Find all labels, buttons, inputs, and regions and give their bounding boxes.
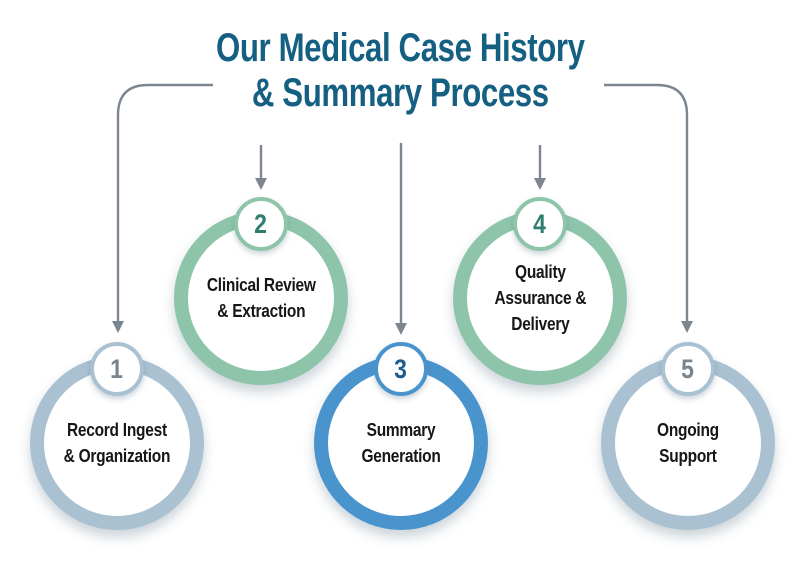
step-1: Record Ingest & Organization 1 (30, 342, 204, 530)
step-3-label: Summary Generation (361, 419, 441, 466)
step-5-number: 5 (681, 353, 695, 384)
step-2-number-badge: 2 (234, 197, 288, 251)
step-5-number-badge: 5 (661, 342, 715, 396)
step-3-number-badge: 3 (374, 342, 428, 396)
arrowhead-step4 (534, 178, 546, 190)
step-1-number-badge: 1 (90, 342, 144, 396)
connector-right (604, 83, 689, 322)
title-line-2: & Summary Process (251, 71, 549, 116)
step-2: Clinical Review & Extraction 2 (174, 197, 348, 385)
arrowhead-step5 (681, 321, 693, 333)
arrowhead-step1 (112, 321, 124, 333)
title-line-1: Our Medical Case History (215, 26, 585, 70)
step-5-label: Ongoing Support (657, 419, 719, 466)
step-1-number: 1 (110, 353, 124, 384)
step-4: Quality Assurance & Delivery 4 (453, 197, 627, 385)
connector-left (116, 83, 213, 322)
step-2-number: 2 (254, 208, 268, 239)
step-3-number: 3 (394, 353, 408, 384)
step-2-label: Clinical Review & Extraction (206, 274, 316, 321)
step-4-label: Quality Assurance & Delivery (494, 261, 586, 335)
step-3: Summary Generation 3 (314, 342, 488, 530)
step-5: Ongoing Support 5 (601, 342, 775, 530)
arrowhead-step2 (255, 178, 267, 190)
step-4-number-badge: 4 (513, 197, 567, 251)
step-1-label: Record Ingest & Organization (63, 419, 171, 466)
arrowhead-step3 (395, 323, 407, 335)
page-title: Our Medical Case History & Summary Proce… (0, 26, 800, 116)
step-4-number: 4 (533, 208, 547, 239)
